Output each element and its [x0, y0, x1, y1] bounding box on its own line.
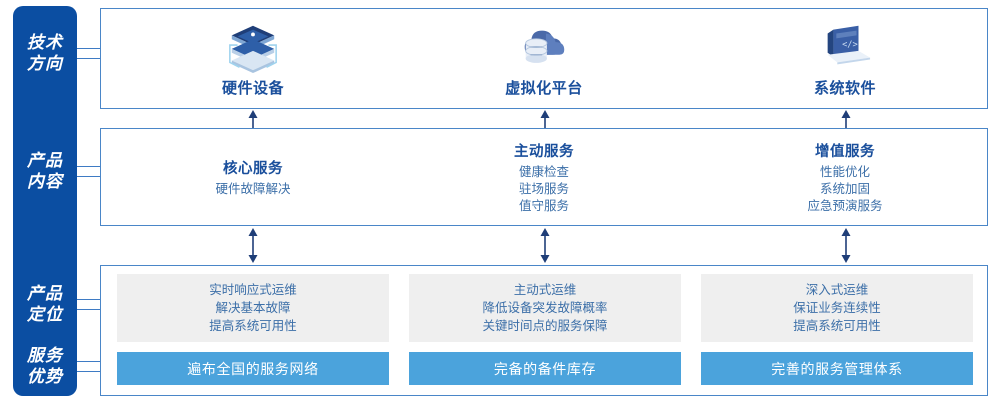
service-item: 应急预演服务 [807, 198, 883, 213]
connector-advantage-1 [77, 361, 101, 362]
tech-column-hardware[interactable]: 硬件设备 [158, 8, 348, 109]
sidebar-label-line2: 方向 [27, 54, 63, 73]
position-card-realtime[interactable]: 实时响应式运维 解决基本故障 提高系统可用性 [117, 274, 389, 342]
position-line: 深入式运维 [805, 283, 869, 297]
service-title: 增值服务 [815, 143, 875, 160]
service-item: 硬件故障解决 [215, 181, 291, 196]
sidebar-label-line1: 产品 [27, 151, 63, 170]
position-line: 保证业务连续性 [793, 301, 881, 315]
service-item: 系统加固 [819, 181, 870, 196]
server-stack-icon [229, 25, 277, 73]
connector-position-1 [77, 299, 101, 300]
sidebar-label-line1: 服务 [27, 346, 63, 365]
service-item: 健康检查 [518, 164, 569, 179]
arrow-up-hardware [248, 110, 258, 128]
position-line: 解决基本故障 [215, 301, 291, 315]
position-line: 降低设备突发故障概率 [482, 301, 608, 315]
sidebar-label-line2: 优势 [27, 367, 63, 386]
advantage-bar-network[interactable]: 遍布全国的服务网络 [117, 352, 389, 385]
position-line: 实时响应式运维 [209, 283, 297, 297]
cloud-database-icon [524, 30, 565, 63]
sidebar-label-line1: 产品 [27, 284, 63, 303]
position-line: 提高系统可用性 [209, 319, 297, 333]
service-column-core[interactable]: 核心服务 硬件故障解决 [158, 128, 348, 226]
position-line: 关键时间点的服务保障 [482, 319, 608, 333]
service-column-value-added[interactable]: 增值服务 性能优化 系统加固 应急预演服务 [750, 128, 940, 226]
service-item: 值守服务 [518, 198, 569, 213]
section-product-content [100, 128, 988, 226]
service-item: 驻场服务 [518, 181, 569, 196]
service-column-proactive[interactable]: 主动服务 健康检查 驻场服务 值守服务 [449, 128, 639, 226]
service-title: 核心服务 [223, 160, 283, 177]
sidebar-label-line2: 定位 [27, 305, 63, 324]
connector-content-1 [77, 166, 101, 167]
position-line: 主动式运维 [513, 283, 577, 297]
sidebar-label-line1: 技术 [27, 33, 63, 52]
sidebar: 技术 方向 产品 内容 产品 定位 服务 优势 [13, 6, 77, 396]
sidebar-label-product-content: 产品 内容 [13, 150, 77, 192]
connector-tech-1 [77, 48, 101, 49]
svg-text:</>: </> [842, 40, 858, 50]
sidebar-label-service-advantage: 服务 优势 [13, 345, 77, 387]
tech-label: 虚拟化平台 [505, 79, 583, 97]
position-card-proactive[interactable]: 主动式运维 降低设备突发故障概率 关键时间点的服务保障 [409, 274, 681, 342]
arrow-updown-value-added [841, 228, 851, 263]
laptop-code-icon: </> [827, 25, 871, 64]
tech-label: 系统软件 [813, 79, 876, 97]
arrow-updown-proactive [540, 228, 550, 263]
connector-tech-2 [77, 58, 101, 59]
arrow-up-virtualization [540, 110, 550, 128]
arrow-up-system-software [841, 110, 851, 128]
service-title: 主动服务 [514, 143, 574, 160]
sidebar-label-line2: 内容 [27, 172, 63, 191]
position-card-indepth[interactable]: 深入式运维 保证业务连续性 提高系统可用性 [701, 274, 973, 342]
arrow-updown-core [248, 228, 258, 263]
advantage-bar-management[interactable]: 完善的服务管理体系 [701, 352, 973, 385]
sidebar-label-product-position: 产品 定位 [13, 283, 77, 325]
service-item: 性能优化 [819, 164, 870, 179]
position-line: 提高系统可用性 [793, 319, 881, 333]
tech-column-virtualization[interactable]: 虚拟化平台 [449, 8, 639, 109]
connector-position-2 [77, 309, 101, 310]
sidebar-label-tech-direction: 技术 方向 [13, 32, 77, 74]
tech-label: 硬件设备 [221, 79, 284, 97]
advantage-bar-spare-parts[interactable]: 完备的备件库存 [409, 352, 681, 385]
connector-advantage-2 [77, 371, 101, 372]
connector-content-2 [77, 176, 101, 177]
tech-column-system-software[interactable]: </> 系统软件 [750, 8, 940, 109]
